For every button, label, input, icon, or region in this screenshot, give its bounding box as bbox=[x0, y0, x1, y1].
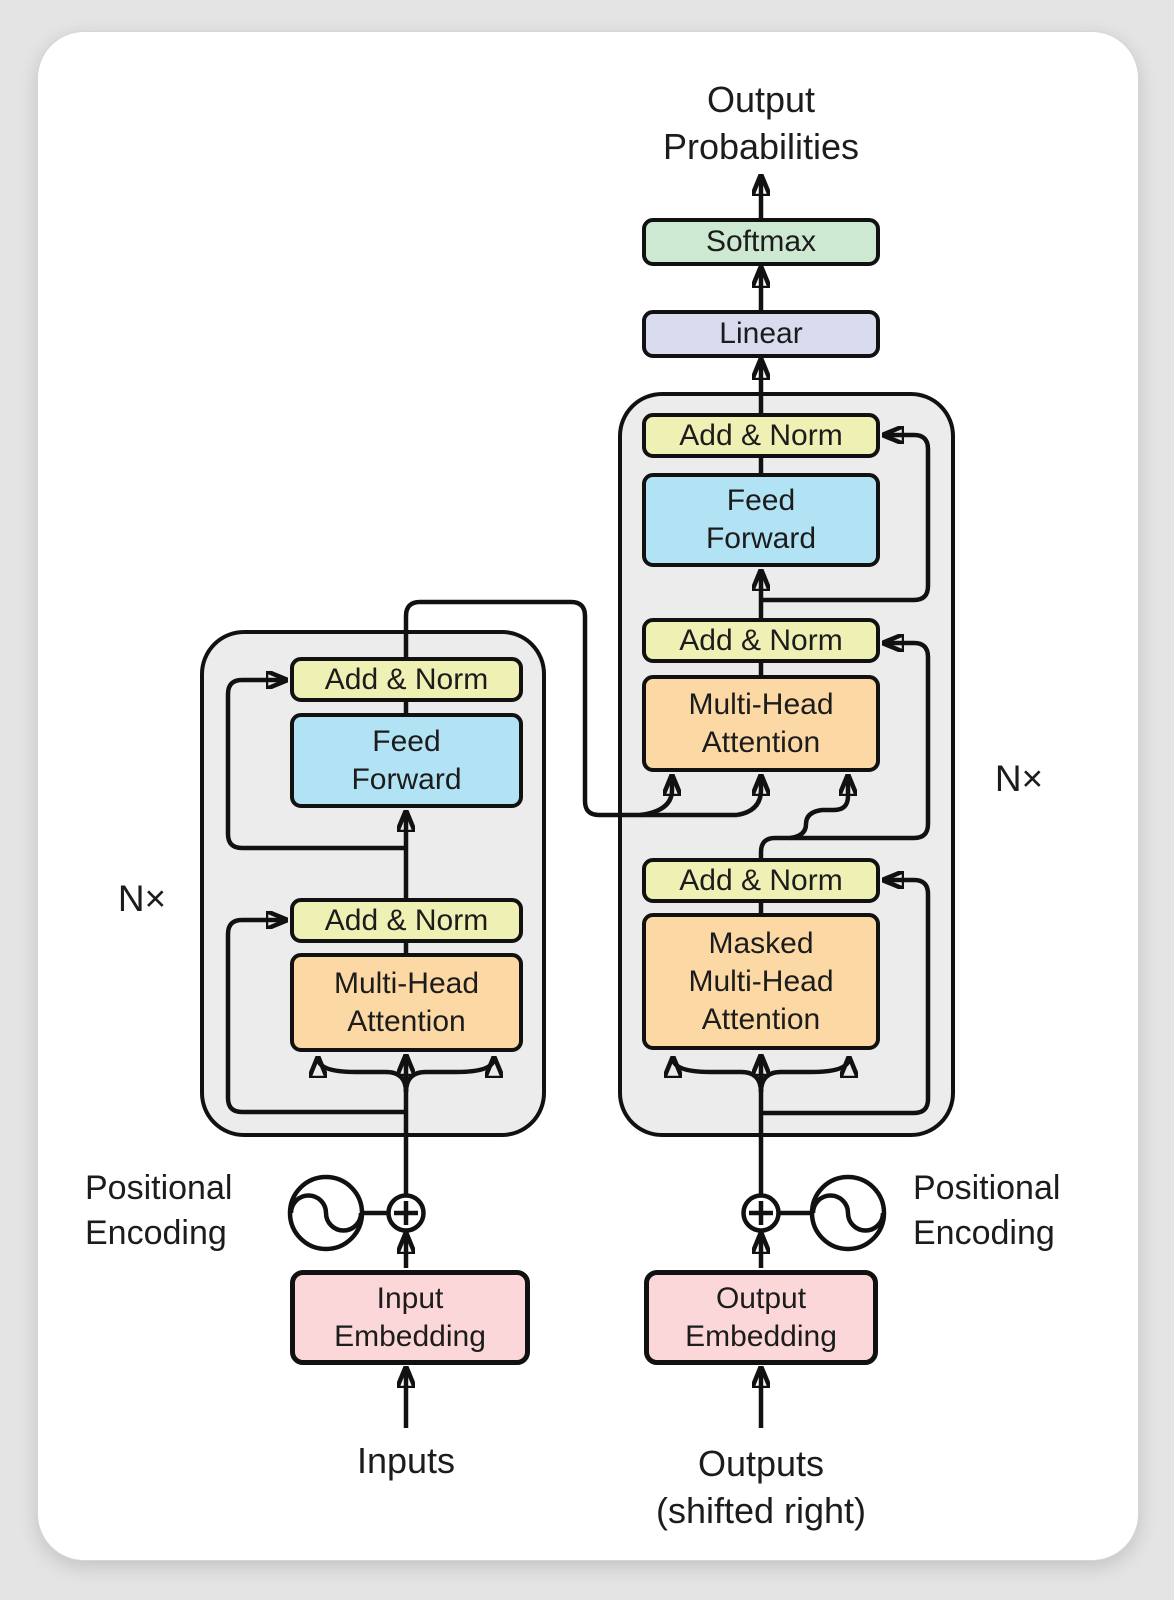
nx-label-left: N× bbox=[117, 878, 167, 919]
decoder-multi-head-attention-box: Multi-Head Attention bbox=[642, 675, 880, 772]
decoder-add-norm-3: Add & Norm bbox=[642, 413, 880, 458]
encoder-feed-forward-box: Feed Forward bbox=[290, 713, 523, 808]
encoder-add-norm-2: Add & Norm bbox=[290, 657, 523, 702]
positional-encoding-label-right: Positional Encoding bbox=[913, 1169, 1061, 1252]
encoder-block bbox=[200, 630, 546, 1137]
positional-encoding-label-left: Positional Encoding bbox=[85, 1169, 233, 1252]
decoder-add-norm-2: Add & Norm bbox=[642, 618, 880, 663]
input-embedding-box: Input Embedding bbox=[290, 1270, 530, 1365]
softmax-box: Softmax bbox=[642, 218, 880, 266]
inputs-label: Inputs bbox=[356, 1440, 456, 1481]
encoder-multi-head-attention-box: Multi-Head Attention bbox=[290, 953, 523, 1052]
output-probabilities-label: Output Probabilities bbox=[662, 79, 860, 167]
output-embedding-box: Output Embedding bbox=[644, 1270, 878, 1365]
decoder-add-norm-1: Add & Norm bbox=[642, 858, 880, 903]
encoder-add-norm-1: Add & Norm bbox=[290, 898, 523, 943]
outputs-label: Outputs (shifted right) bbox=[655, 1443, 867, 1531]
nx-label-right: N× bbox=[994, 758, 1044, 799]
decoder-feed-forward-box: Feed Forward bbox=[642, 473, 880, 567]
linear-box: Linear bbox=[642, 310, 880, 358]
masked-multi-head-attention-box: Masked Multi-Head Attention bbox=[642, 913, 880, 1050]
